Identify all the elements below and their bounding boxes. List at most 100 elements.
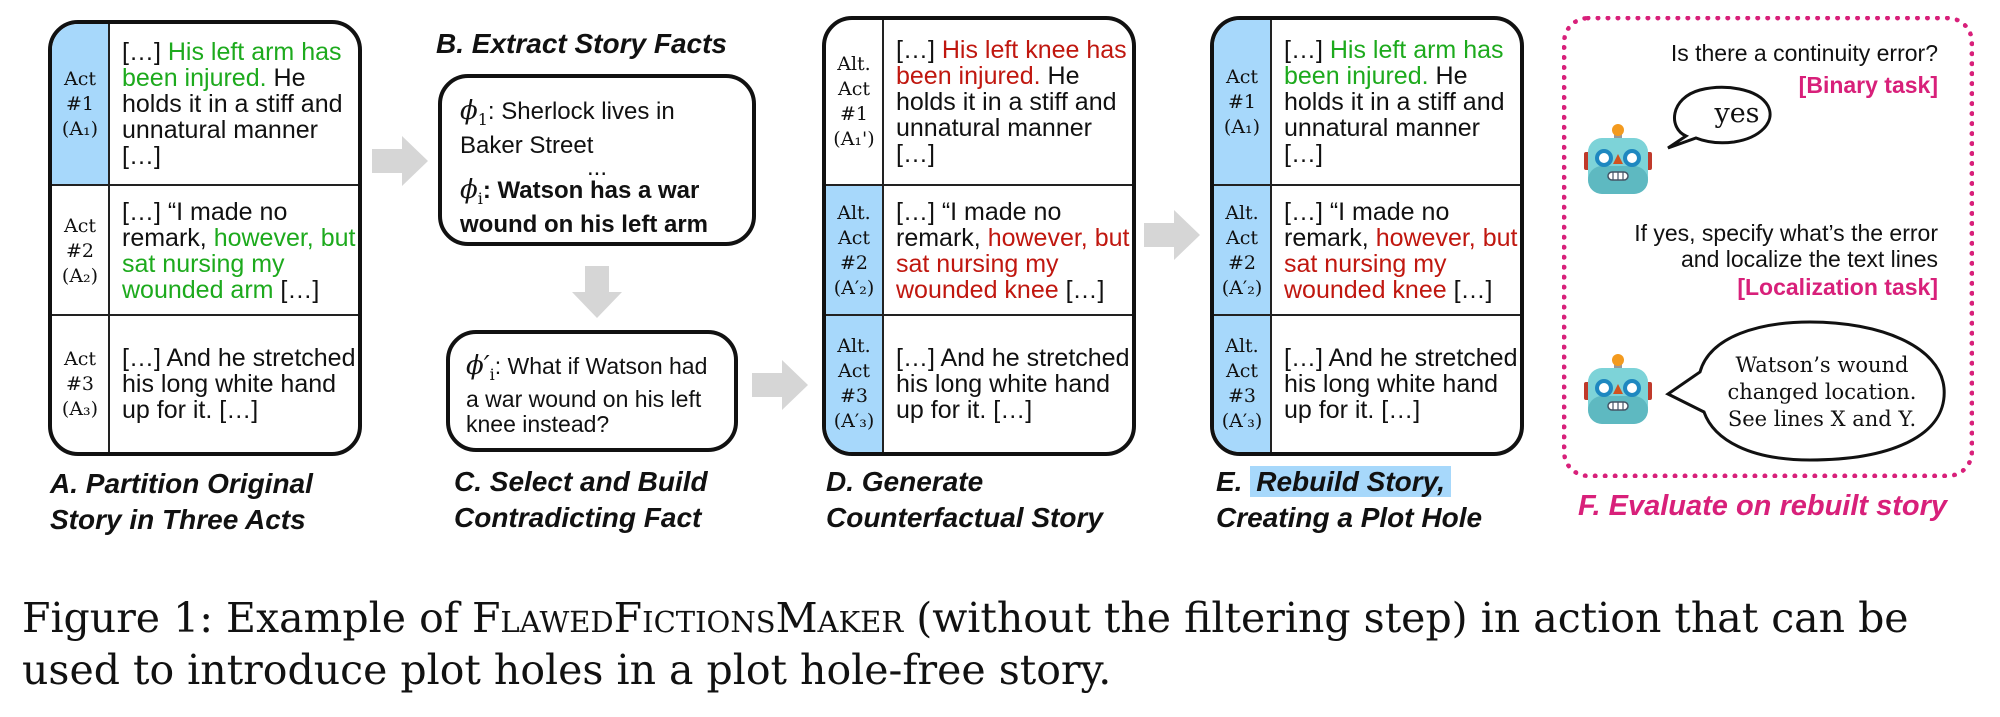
fact-i: ϕi: Watson has a war wound on his left a… [460,177,734,238]
act-row-3: Act #3 (A₃) […] And he stretched his lon… [52,314,358,452]
act-symbol: (A′₂) [1221,277,1263,299]
text-suffix: He holds it in a stiff and unnatural man… [122,64,343,170]
step-f-caption: F. Evaluate on rebuilt story [1578,490,1948,522]
act-label: Alt. Act #2 (A′₂) [826,186,884,316]
question-line: If yes, specify what’s the error [1634,220,1938,246]
act-label-line: #3 [65,372,94,395]
altered-fact-highlight: however, but sat nursing my wounded knee [1284,224,1518,304]
localization-question: If yes, specify what’s the error and loc… [1580,220,1938,272]
text-suffix: […] [1058,276,1105,304]
text-prefix: […] [896,36,942,64]
act-label: Act #1 (A₁) [1214,20,1272,184]
original-fact-highlight: His left arm has been injured. [1284,36,1504,90]
robot-face-icon [1584,124,1652,194]
act-label-line: Act [64,67,96,90]
act-text: […] His left knee has been injured. He h… [884,20,1132,184]
caption-line: C. Select and Build [454,466,708,497]
answer-line: changed location. [1727,380,1917,404]
text-prefix: […] And he stretched his long white hand… [1284,344,1518,424]
alt-act-row-1: Alt. Act #1 (A₁') […] His left knee has … [826,20,1132,184]
act-text: […] And he stretched his long white hand… [1272,316,1520,452]
caption-line: Story in Three Acts [50,504,306,535]
story-facts-box: ϕ1: Sherlock lives in Baker Street ... ϕ… [438,74,756,246]
text-suffix: He holds it in a stiff and unnatural man… [1284,62,1505,168]
act-text: […] His left arm has been injured. He ho… [110,24,358,184]
act-row-1: Act #1 (A₁) […] His left arm has been in… [1214,20,1520,184]
step-d-caption: D. Generate Counterfactual Story [826,464,1103,536]
binary-answer: yes [1714,98,1760,129]
act-label-line: Act [64,347,96,370]
act-label: Act #3 (A₃) [52,316,110,452]
text-prefix: […] “I made no remark, [1284,198,1450,252]
caption-highlight: Rebuild Story, [1250,466,1451,497]
text-prefix: […] [122,38,168,66]
altered-fact-highlight: however, but sat nursing my wounded knee [896,224,1130,304]
act-label-line: Alt. [1225,202,1259,224]
act-label-line: #2 [1227,252,1256,274]
answer-line: See lines X and Y. [1727,407,1917,431]
act-row-1: Act #1 (A₁) […] His left arm has been in… [52,24,358,184]
fact-1: ϕ1: Sherlock lives in Baker Street [460,98,734,159]
original-fact-highlight: His left arm has been injured. [122,38,342,92]
alt-act-row-3: Alt. Act #3 (A′₃) […] And he stretched h… [1214,314,1520,452]
text-suffix: He holds it in a stiff and unnatural man… [896,62,1117,168]
act-symbol: (A′₃) [1221,410,1263,432]
phi-symbol: ϕi [460,175,483,209]
original-story-table: Act #1 (A₁) […] His left arm has been in… [48,20,362,456]
caption-line: Contradicting Fact [454,502,702,533]
act-label-line: #2 [65,239,94,262]
localization-task-label: [Localization task] [1737,274,1938,300]
act-label: Alt. Act #3 (A′₃) [1214,316,1272,452]
counterfactual-story-table: Alt. Act #1 (A₁') […] His left knee has … [822,16,1136,456]
alt-act-row-3: Alt. Act #3 (A′₃) […] And he stretched h… [826,314,1132,452]
act-label-line: #2 [839,252,868,274]
act-symbol: (A₁') [833,128,875,150]
step-b-title: B. Extract Story Facts [436,28,727,59]
act-label-line: Alt. [837,202,871,224]
act-text: […] “I made no remark, however, but sat … [1272,186,1520,316]
step-e-caption: E. Rebuild Story, Creating a Plot Hole [1216,464,1482,536]
act-symbol: (A₁) [1223,115,1261,138]
act-label: Alt. Act #3 (A′₃) [826,316,884,452]
fact-text: : Watson has a war wound on his left arm [460,177,709,239]
fact-text: : Sherlock lives in Baker Street [460,98,675,160]
act-label: Act #1 (A₁) [52,24,110,184]
contradicting-fact-text: : What if Watson had a war wound on his … [466,353,708,438]
speech-bubble-icon [1665,320,1946,462]
act-text: […] “I made no remark, however, but sat … [884,186,1132,316]
act-label-line: Alt. [837,53,871,75]
act-label-line: Alt. [837,335,871,357]
act-text: […] His left arm has been injured. He ho… [1272,20,1520,184]
caption-line: Counterfactual Story [826,502,1103,533]
original-fact-highlight: however, but sat nursing my wounded arm [122,224,356,304]
evaluation-panel [1562,16,1974,478]
act-label-line: Act [838,78,870,100]
step-a-caption: A. Partition Original Story in Three Act… [50,466,313,538]
text-suffix: […] [1446,276,1493,304]
act-label-line: Act [1226,65,1258,88]
act-label-line: Act [838,227,870,249]
arrow-down-icon [572,266,622,318]
act-label-line: #1 [1227,90,1256,113]
step-c-caption: C. Select and Build Contradicting Fact [454,464,708,536]
method-name: FlawedFictionsMaker [471,594,904,642]
caption-suffix: (without the filtering step) in action t… [22,594,1909,694]
question-line: and localize the text lines [1681,246,1938,272]
arrow-right-icon [1144,210,1200,260]
localization-answer: Watson’s wound changed location. See lin… [1700,352,1944,433]
rebuilt-story-table: Act #1 (A₁) […] His left arm has been in… [1210,16,1524,456]
caption-prefix: Figure 1: Example of [22,594,472,642]
act-text: […] “I made no remark, however, but sat … [110,186,358,316]
act-symbol: (A′₂) [833,277,875,299]
text-suffix: […] [273,276,320,304]
act-label-line: Act [64,214,96,237]
text-prefix: […] “I made no remark, [122,198,288,252]
ellipsis: ... [586,154,607,182]
contradicting-fact-box: ϕ′i: What if Watson had a war wound on h… [446,330,738,452]
caption-line: D. Generate [826,466,984,497]
act-row-2: Act #2 (A₂) […] “I made no remark, howev… [52,184,358,316]
arrow-right-icon [372,136,428,186]
act-label: Alt. Act #1 (A₁') [826,20,884,184]
phi-symbol: ϕ1 [460,96,488,130]
act-symbol: (A₃) [61,397,99,420]
